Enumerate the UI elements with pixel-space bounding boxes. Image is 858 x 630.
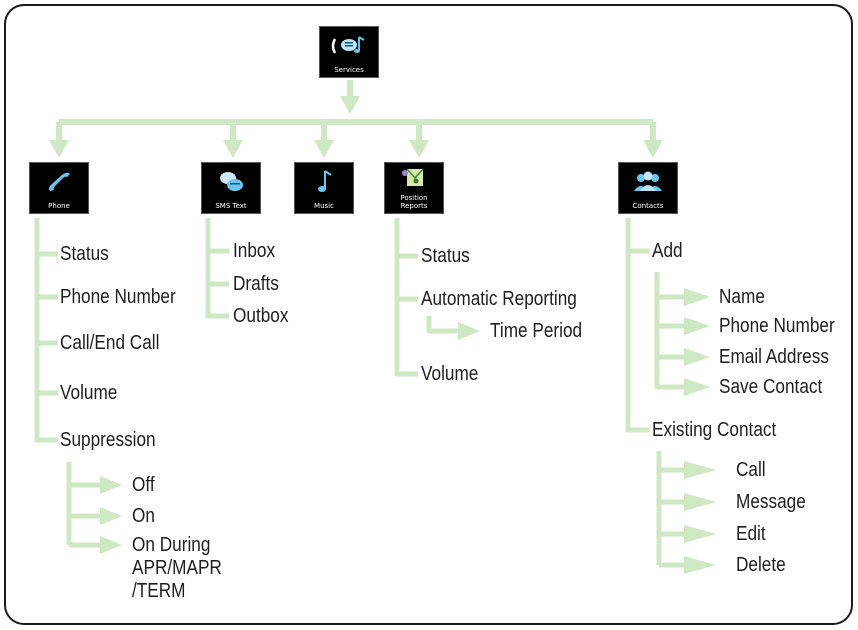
phone-icon bbox=[49, 172, 70, 191]
phone-button[interactable]: Phone bbox=[29, 162, 89, 214]
services-icon bbox=[331, 36, 365, 54]
contacts-label: Contacts bbox=[632, 202, 664, 210]
existing-contact-item: Existing Contact bbox=[652, 419, 777, 441]
phone-label: Phone bbox=[48, 202, 70, 210]
position-volume-item: Volume bbox=[421, 363, 479, 385]
contacts-button[interactable]: Contacts bbox=[618, 162, 678, 214]
suppression-item: Suppression bbox=[60, 429, 156, 451]
music-note-icon bbox=[318, 170, 332, 192]
music-label: Music bbox=[314, 202, 334, 210]
add-phone-number-option: Phone Number bbox=[719, 315, 835, 337]
sms-inbox-item: Inbox bbox=[233, 240, 276, 262]
add-name-option: Name bbox=[719, 286, 765, 308]
position-reports-button[interactable]: Position Reports bbox=[384, 162, 444, 214]
position-status-item: Status bbox=[421, 245, 470, 267]
suppression-off-option: Off bbox=[132, 474, 155, 496]
add-save-contact-option: Save Contact bbox=[719, 376, 823, 398]
call-end-call-item: Call/End Call bbox=[60, 332, 160, 354]
diagram-frame bbox=[4, 4, 853, 625]
suppression-on-during-option: On During bbox=[132, 534, 211, 556]
services-button[interactable]: Services bbox=[319, 26, 379, 78]
services-label: Services bbox=[334, 66, 364, 74]
contacts-add-item: Add bbox=[652, 240, 683, 262]
position-reports-icon bbox=[402, 168, 424, 186]
sms-drafts-item: Drafts bbox=[233, 273, 279, 295]
sms-text-label: SMS Text bbox=[215, 202, 247, 210]
existing-delete-option: Delete bbox=[736, 554, 786, 576]
existing-call-option: Call bbox=[736, 459, 766, 481]
music-button[interactable]: Music bbox=[294, 162, 354, 214]
suppression-term-text: /TERM bbox=[132, 580, 186, 602]
sms-text-button[interactable]: SMS Text bbox=[201, 162, 261, 214]
phone-volume-item: Volume bbox=[60, 382, 118, 404]
suppression-apr-mapr-text: APR/MAPR bbox=[132, 557, 222, 579]
time-period-item: Time Period bbox=[490, 320, 583, 342]
position-reports-label: Position Reports bbox=[400, 194, 428, 210]
suppression-on-option: On bbox=[132, 505, 155, 527]
phone-number-item: Phone Number bbox=[60, 286, 176, 308]
sms-icon bbox=[220, 172, 243, 191]
existing-message-option: Message bbox=[736, 491, 806, 513]
phone-status-item: Status bbox=[60, 243, 109, 265]
add-email-address-option: Email Address bbox=[719, 346, 829, 368]
automatic-reporting-item: Automatic Reporting bbox=[421, 288, 577, 310]
contacts-icon bbox=[634, 171, 662, 191]
existing-edit-option: Edit bbox=[736, 523, 766, 545]
sms-outbox-item: Outbox bbox=[233, 305, 289, 327]
